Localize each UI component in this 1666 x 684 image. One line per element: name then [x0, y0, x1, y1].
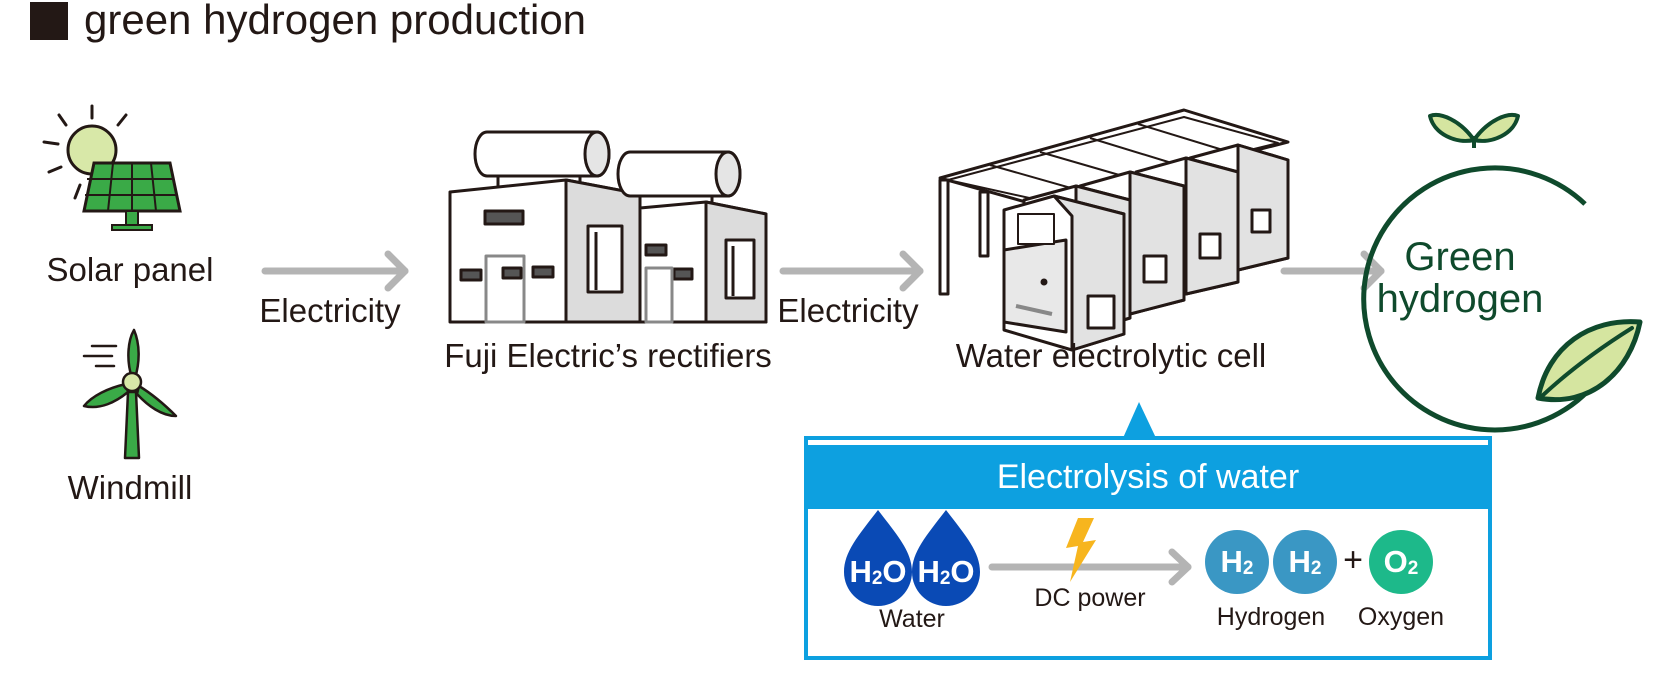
o2-molecule: O2	[1383, 544, 1419, 579]
electrolytic-cell-label: Water electrolytic cell	[955, 337, 1267, 374]
square-bullet-icon	[30, 2, 68, 40]
water-drop-icon	[844, 510, 912, 606]
water-drop-icon	[912, 510, 980, 606]
electrolysis-header: Electrolysis of water	[806, 445, 1490, 509]
h2o-molecule-1: H2O	[849, 554, 907, 589]
dc-power-label: DC power	[1034, 584, 1146, 612]
sprout-icon	[1428, 113, 1520, 148]
green-hydrogen-label: Green hydrogen	[1375, 236, 1545, 320]
arrow-label-electricity-2: Electricity	[777, 292, 919, 329]
hydrogen-molecule	[1205, 530, 1269, 594]
oxygen-molecule	[1369, 530, 1433, 594]
oxygen-label: Oxygen	[1357, 603, 1445, 631]
lightning-bolt-icon	[1066, 518, 1096, 582]
hydrogen-molecule	[1273, 530, 1337, 594]
hydrogen-label: Hydrogen	[1216, 603, 1326, 631]
h2-molecule-2: H2	[1288, 544, 1322, 579]
callout-pointer	[1123, 402, 1156, 438]
electrolytic-cell-icon	[938, 108, 1290, 352]
rectifiers-label: Fuji Electric’s rectifiers	[444, 337, 772, 374]
arrow-right-icon	[779, 250, 924, 292]
windmill-label: Windmill	[67, 469, 193, 506]
h2o-molecule-2: H2O	[917, 554, 975, 589]
water-label: Water	[879, 605, 945, 633]
wind-turbine-icon	[82, 328, 178, 460]
arrow-label-electricity-1: Electricity	[259, 292, 401, 329]
solar-panel-icon	[82, 161, 182, 231]
rectifier-building-icon	[448, 130, 768, 324]
arrow-right-icon	[261, 250, 409, 292]
sun-icon	[42, 104, 128, 200]
plus-sign: +	[1343, 541, 1363, 579]
hydrogen-ring	[1361, 165, 1625, 433]
green-hydrogen-line2: hydrogen	[1376, 277, 1544, 321]
h2-molecule-1: H2	[1220, 544, 1254, 579]
green-hydrogen-line1: Green	[1404, 235, 1516, 279]
solar-panel-label: Solar panel	[46, 251, 214, 288]
arrow-right-icon	[988, 548, 1192, 586]
page-title: green hydrogen production	[84, 0, 587, 43]
